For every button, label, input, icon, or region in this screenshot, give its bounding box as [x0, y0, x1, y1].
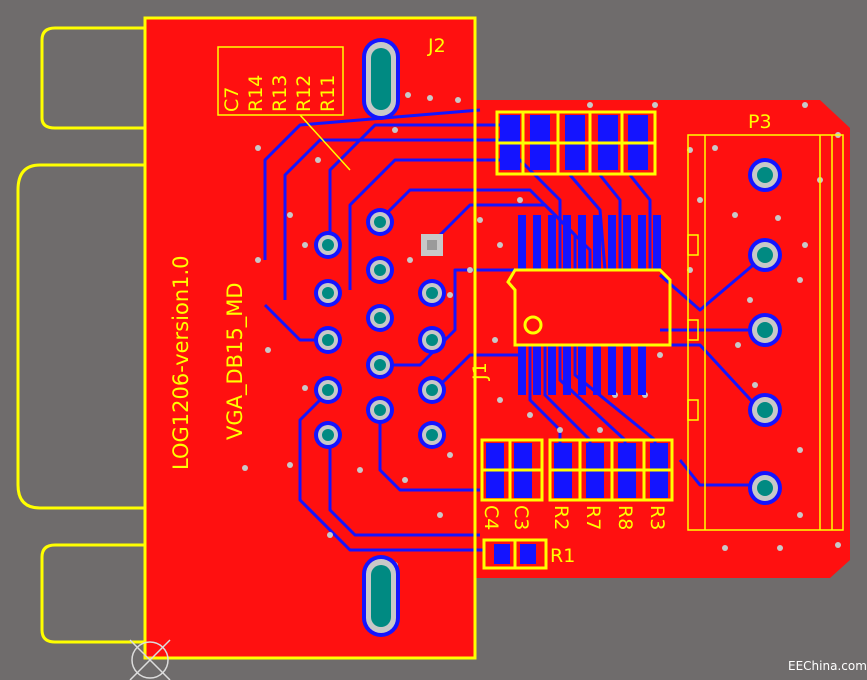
label-r14: R14	[245, 75, 267, 112]
label-r13: R13	[269, 75, 291, 112]
p3-pins	[748, 158, 782, 505]
label-r12: R12	[293, 75, 315, 112]
label-version: LOG1206-version1.0	[169, 255, 193, 470]
label-r11: R11	[317, 75, 339, 112]
watermark: EEChina.com	[788, 659, 867, 673]
label-c7: C7	[221, 87, 243, 112]
resistor-array-bottom	[480, 438, 674, 570]
ic-pads-bottom	[518, 345, 646, 395]
label-c3: C3	[510, 505, 532, 530]
label-c4: C4	[480, 505, 502, 530]
label-r3: R3	[646, 505, 668, 530]
label-connector: VGA_DB15_MD	[223, 282, 248, 440]
label-r1: R1	[550, 545, 575, 567]
label-r8: R8	[614, 505, 636, 530]
p3-outline	[687, 134, 844, 531]
label-j1: J1	[469, 362, 491, 381]
label-r2: R2	[550, 505, 572, 530]
origin-marker-icon	[129, 639, 171, 680]
ic-outline	[506, 268, 672, 347]
label-p3: P3	[748, 111, 772, 133]
label-j2: J2	[427, 35, 446, 57]
label-r7: R7	[582, 505, 604, 530]
ic-pads-top	[518, 215, 661, 270]
db15-pins	[314, 208, 446, 449]
resistor-array-top	[495, 110, 657, 176]
j2-outline	[143, 16, 477, 660]
vga-connector-outline	[16, 26, 145, 644]
mounting-holes	[362, 38, 400, 637]
